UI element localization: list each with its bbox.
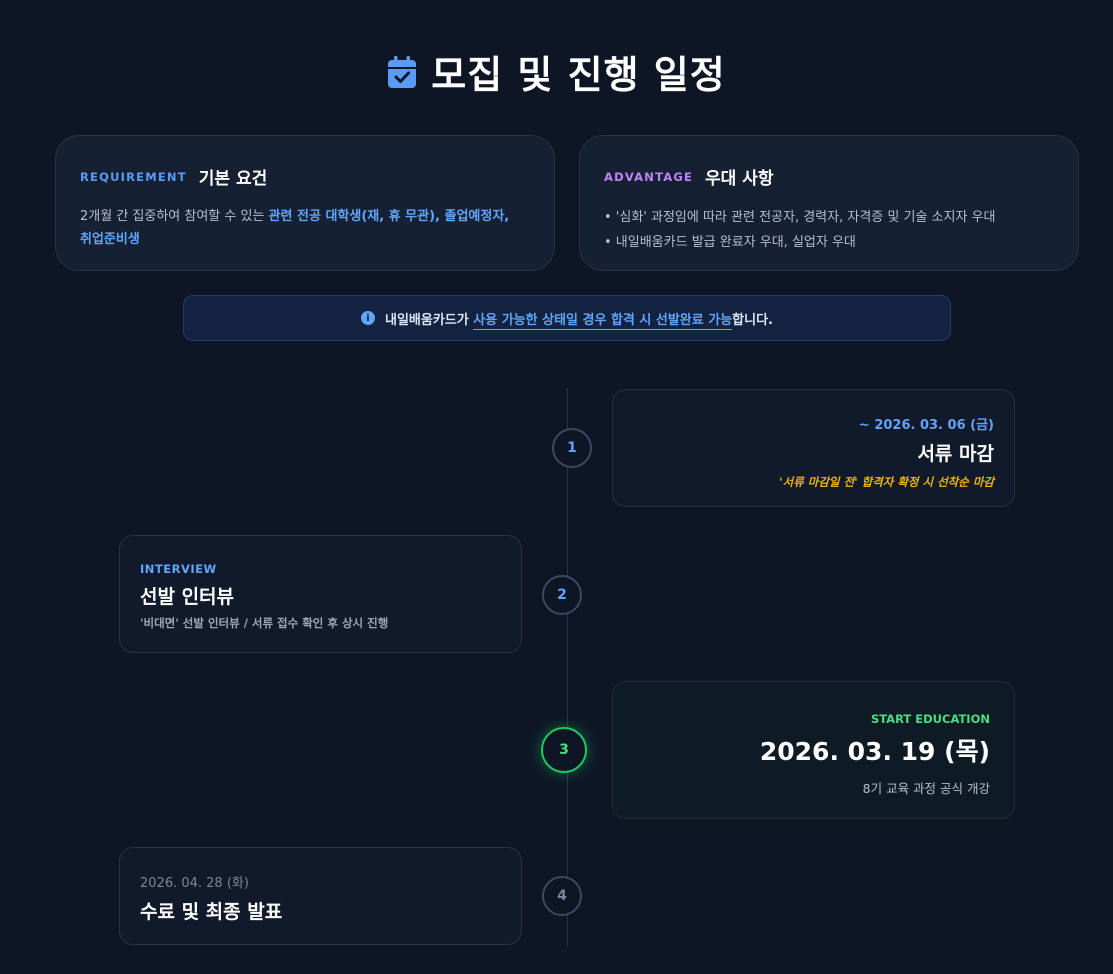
- step-3-card: START EDUCATION 2026. 03. 19 (목) 8기 교육 과…: [612, 681, 1015, 819]
- requirement-text-prefix: 2개월 간 집중하여 참여할 수 있는: [80, 209, 269, 224]
- step-1-title: 서류 마감: [917, 443, 994, 465]
- requirement-header: REQUIREMENT 기본 요건: [80, 164, 530, 189]
- requirement-tag: REQUIREMENT: [80, 169, 187, 184]
- requirement-heading: 기본 요건: [198, 169, 268, 189]
- step-1-node: 1: [552, 428, 592, 468]
- notice-banner: i 내일배움카드가 사용 가능한 상태일 경우 합격 시 선발완료 가능합니다.: [183, 295, 951, 341]
- notice-text: 내일배움카드가 사용 가능한 상태일 경우 합격 시 선발완료 가능합니다.: [385, 309, 773, 330]
- step-4-node: 4: [542, 876, 582, 916]
- requirement-text: 2개월 간 집중하여 참여할 수 있는 관련 전공 대학생(재, 휴 무관), …: [80, 205, 530, 251]
- step-4-title: 수료 및 최종 발표: [140, 901, 283, 923]
- step-3-title: 2026. 03. 19 (목): [759, 737, 990, 766]
- requirement-highlight: 관련 전공 대학생(재, 휴 무관), 졸업예정자,: [268, 209, 510, 224]
- notice-prefix: 내일배움카드가: [385, 312, 474, 328]
- title-section: 모집 및 진행 일정: [0, 44, 1113, 99]
- notice-link[interactable]: 사용 가능한 상태일 경우 합격 시 선발완료 가능: [473, 312, 733, 330]
- page-title: 모집 및 진행 일정: [431, 53, 726, 97]
- step-4-date: 2026. 04. 28 (화): [140, 876, 249, 891]
- requirement-highlight-2: 취업준비생: [80, 232, 140, 247]
- step-1-date: ~ 2026. 03. 06 (금): [858, 418, 994, 433]
- step-2-card: INTERVIEW 선발 인터뷰 '비대면' 선발 인터뷰 / 서류 접수 확인…: [119, 535, 522, 653]
- step-2-title: 선발 인터뷰: [140, 586, 235, 608]
- step-2-tag: INTERVIEW: [140, 562, 217, 576]
- info-icon: i: [361, 311, 375, 325]
- advantage-bullet: • '심화' 과정임에 따라 관련 전공자, 경력자, 자격증 및 기술 소지자…: [604, 210, 996, 225]
- step-3-desc: 8기 교육 과정 공식 개강: [862, 781, 990, 796]
- step-1-note: '서류 마감일 전' 합격자 확정 시 선착순 마감: [779, 475, 994, 489]
- advantage-tag: ADVANTAGE: [604, 169, 694, 184]
- step-3-node: 3: [541, 727, 587, 773]
- requirement-card: REQUIREMENT 기본 요건 2개월 간 집중하여 참여할 수 있는 관련…: [55, 135, 555, 271]
- step-3-tag: START EDUCATION: [870, 712, 990, 726]
- step-4-card: 2026. 04. 28 (화) 수료 및 최종 발표: [119, 847, 522, 945]
- advantage-heading: 우대 사항: [705, 169, 774, 189]
- advantage-card: ADVANTAGE 우대 사항 • '심화' 과정임에 따라 관련 전공자, 경…: [579, 135, 1079, 271]
- step-1-card: ~ 2026. 03. 06 (금) 서류 마감 '서류 마감일 전' 합격자 …: [612, 389, 1015, 507]
- timeline-line: [567, 388, 568, 946]
- notice-suffix: 합니다.: [732, 312, 773, 328]
- step-2-desc: '비대면' 선발 인터뷰 / 서류 접수 확인 후 상시 진행: [140, 616, 389, 630]
- calendar-check-icon: [388, 55, 417, 88]
- step-2-node: 2: [542, 575, 582, 615]
- advantage-header: ADVANTAGE 우대 사항: [604, 164, 1054, 189]
- advantage-bullet: • 내일배움카드 발급 완료자 우대, 실업자 우대: [604, 235, 856, 250]
